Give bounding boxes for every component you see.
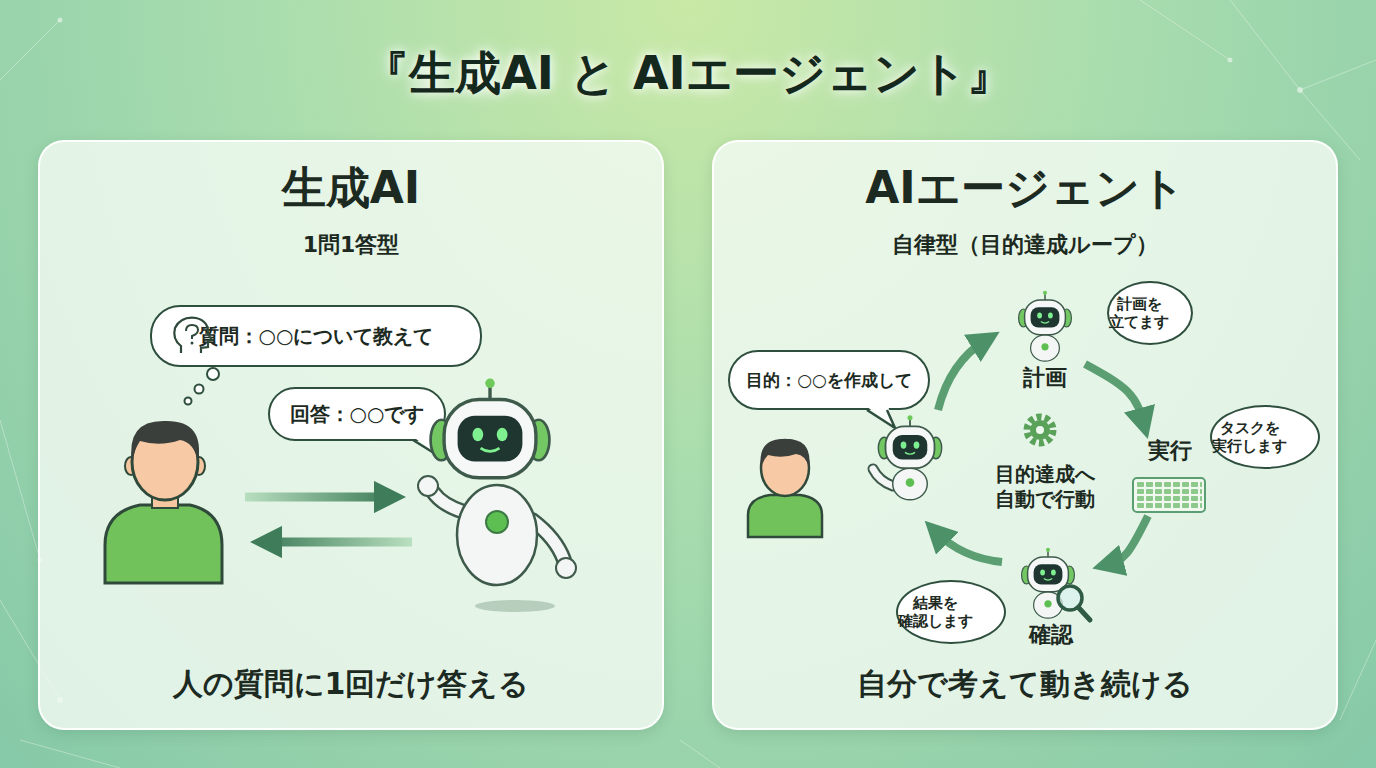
bubble-text: 目的：○○を作成して xyxy=(730,370,928,390)
step-label: 実行 xyxy=(1128,438,1212,464)
bubble-tail xyxy=(866,406,895,428)
network-line xyxy=(1140,0,1230,60)
bubble-text: 計画を 立てます xyxy=(1109,295,1169,331)
person-neck xyxy=(152,488,178,508)
bubble-tail-outline xyxy=(867,410,895,428)
panel-heading: 生成AI xyxy=(40,162,662,215)
step-label: 確認 xyxy=(1008,622,1094,648)
panel-heading: AIエージェント xyxy=(714,162,1336,215)
robot-arm-outline xyxy=(532,520,564,560)
person-ear xyxy=(125,457,137,475)
network-line xyxy=(680,740,720,768)
speech-bubble: 目的：○○を作成して xyxy=(728,350,930,410)
panel-subtitle: 1問1答型 xyxy=(40,232,662,258)
network-dot xyxy=(58,18,63,23)
question-mark-dot xyxy=(191,342,194,345)
bubble-text: タスクを 実行します xyxy=(1212,419,1287,455)
loop-arrow xyxy=(936,532,1002,562)
speech-bubble: 計画を 立てます xyxy=(1107,281,1193,345)
magnifier-lens xyxy=(1058,586,1082,610)
bubble-tail-outline xyxy=(413,440,442,458)
person-body xyxy=(748,495,822,537)
person-body xyxy=(105,505,222,583)
robot-torso xyxy=(457,485,537,585)
person-ear xyxy=(193,457,205,475)
request-arrow xyxy=(245,493,390,502)
loop-step: 確認 xyxy=(1008,548,1094,648)
robot-arm-outline xyxy=(433,492,464,512)
question-head-icon xyxy=(174,318,212,353)
loop-arrow xyxy=(938,340,986,410)
robot-arm xyxy=(873,469,893,486)
robot-head xyxy=(1022,548,1075,592)
person-head xyxy=(761,440,809,496)
speech-bubble: 回答：○○です xyxy=(268,387,446,441)
magnifier-handle xyxy=(1078,607,1090,620)
robot-hand xyxy=(556,558,576,578)
network-dot xyxy=(1297,87,1303,93)
network-line xyxy=(0,420,40,560)
robot-head xyxy=(878,415,941,468)
keyboard-keys xyxy=(1136,481,1202,509)
robot-hand xyxy=(418,476,438,496)
gear-hole xyxy=(1036,426,1044,434)
robot-body xyxy=(893,468,928,500)
gear-body xyxy=(1030,420,1050,440)
network-line xyxy=(1230,0,1300,90)
network-line xyxy=(20,740,120,768)
thought-dot xyxy=(185,398,192,405)
thought-bubble: 質問：○○について教えて xyxy=(150,305,482,367)
concept-panel: 生成AI 1問1答型人の質問に1回だけ答える 質問：○○について教えて回答：○○です xyxy=(38,140,664,730)
network-line xyxy=(1300,60,1376,90)
robot-arm xyxy=(433,492,464,512)
robot-head xyxy=(1019,291,1072,335)
robot-body xyxy=(1034,592,1063,618)
concept-panel: AIエージェント自律型（目的達成ループ） 自分で考えて動き続ける 目的：○○を作成し… xyxy=(712,140,1338,730)
bubble-text: 回答：○○です xyxy=(270,402,444,426)
diagram-title: 『生成AI と AIエージェント』 xyxy=(0,46,1376,101)
bubble-text: 質問：○○について教えて xyxy=(152,324,480,348)
panel-summary: 自分で考えて動き続ける xyxy=(714,666,1336,702)
robot-chest-light xyxy=(486,511,508,533)
robot-shadow xyxy=(475,600,555,612)
step-label: 計画 xyxy=(1005,365,1085,391)
robot-arm xyxy=(532,520,564,560)
panel-summary: 人の質問に1回だけ答える xyxy=(40,666,662,702)
network-dot xyxy=(1228,58,1233,63)
panel-subtitle: 自律型（目的達成ループ） xyxy=(714,232,1336,258)
keyboard-icon xyxy=(1133,478,1205,512)
loop-arrow xyxy=(1108,516,1148,564)
bubble-text: 結果を 確認します xyxy=(898,594,973,630)
robot-arm-outline xyxy=(873,469,893,486)
gear-teeth xyxy=(1027,417,1053,443)
bubble-tail xyxy=(412,436,442,458)
person-hair xyxy=(761,439,810,468)
robot-body xyxy=(1031,335,1060,361)
question-mark-icon xyxy=(186,325,198,339)
speech-bubble: タスクを 実行します xyxy=(1210,405,1320,469)
loop-step: 計画 xyxy=(1005,285,1085,391)
person-head xyxy=(132,424,198,500)
person-hair xyxy=(131,421,199,462)
loop-arrow xyxy=(1085,364,1144,424)
center-note: 目的達成へ 自動で行動 xyxy=(995,462,1095,512)
robot-head xyxy=(431,379,550,478)
network-line xyxy=(0,20,60,80)
thought-dot xyxy=(195,385,204,394)
response-arrow xyxy=(266,538,412,547)
speech-bubble: 結果を 確認します xyxy=(896,580,1006,644)
network-line xyxy=(1340,640,1376,720)
loop-step: 実行 xyxy=(1128,438,1212,516)
thought-dot xyxy=(207,368,219,380)
